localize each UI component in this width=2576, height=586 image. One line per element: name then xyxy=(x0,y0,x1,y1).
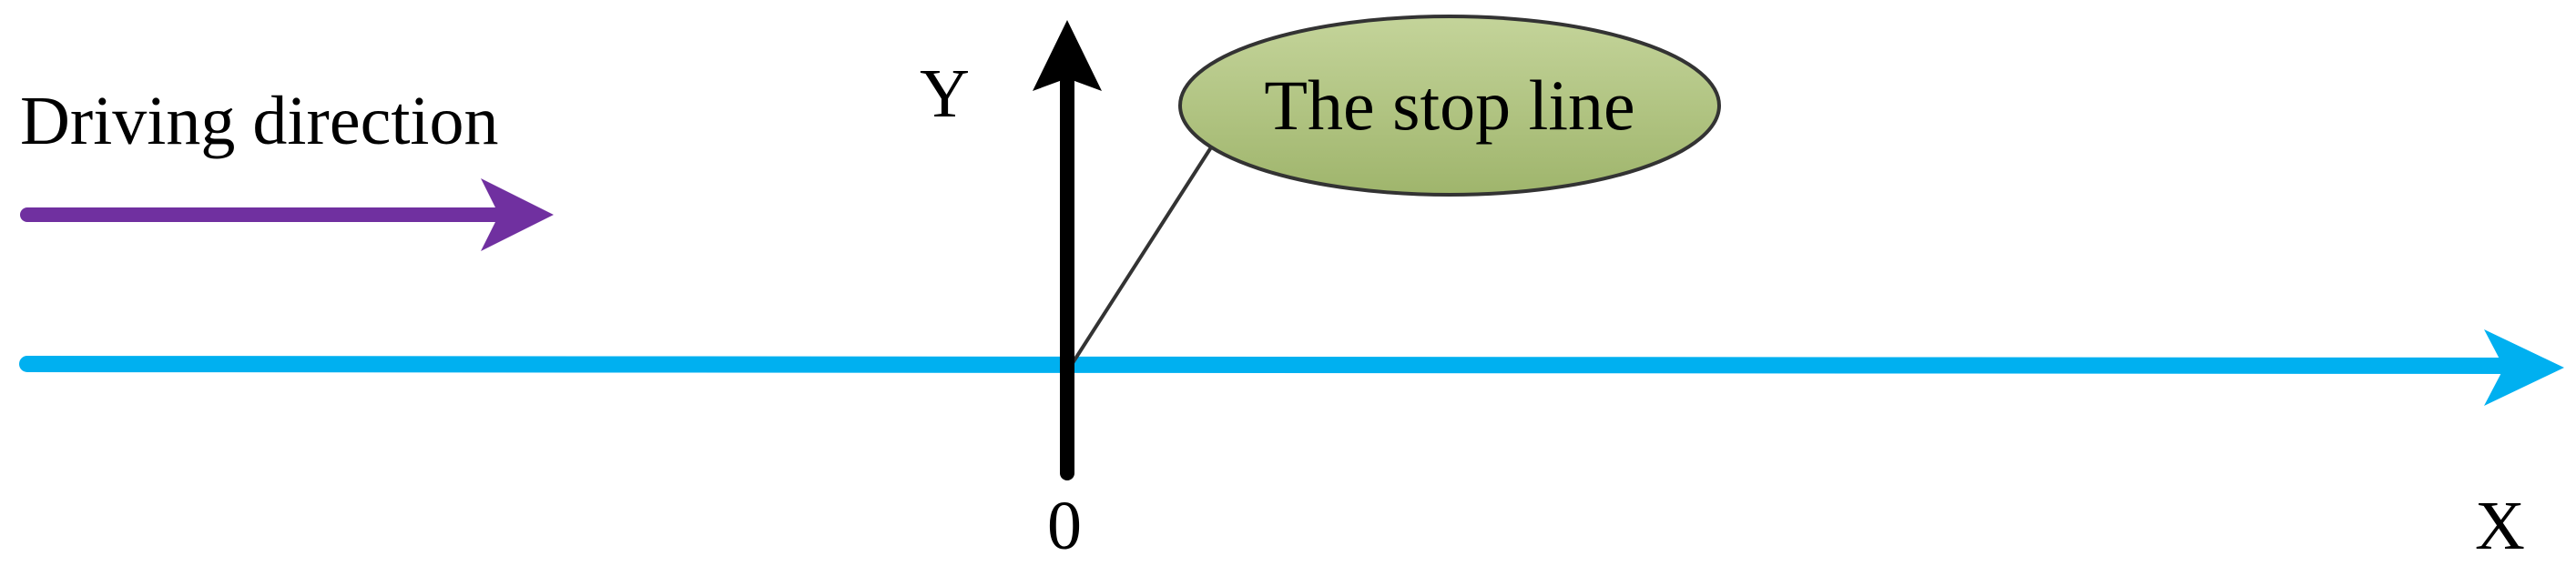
x-axis xyxy=(19,329,2564,406)
driving-direction-label: Driving direction xyxy=(20,83,499,159)
callout-leader-line xyxy=(1069,146,1213,368)
driving-direction-arrow xyxy=(20,178,554,251)
y-axis-arrow-head xyxy=(1033,20,1102,91)
origin-label: 0 xyxy=(1047,488,1082,564)
callout-label: The stop line xyxy=(1264,66,1634,145)
x-axis-line xyxy=(19,356,2521,374)
callout-ellipse xyxy=(1178,15,1721,197)
driving-direction-arrow-head xyxy=(481,178,554,251)
y-axis-label: Y xyxy=(920,56,970,132)
x-axis-arrow-head xyxy=(2484,329,2564,406)
y-axis xyxy=(1033,20,1102,480)
x-axis-label: X xyxy=(2475,488,2525,564)
stop-line-callout: The stop line xyxy=(1178,15,1721,197)
